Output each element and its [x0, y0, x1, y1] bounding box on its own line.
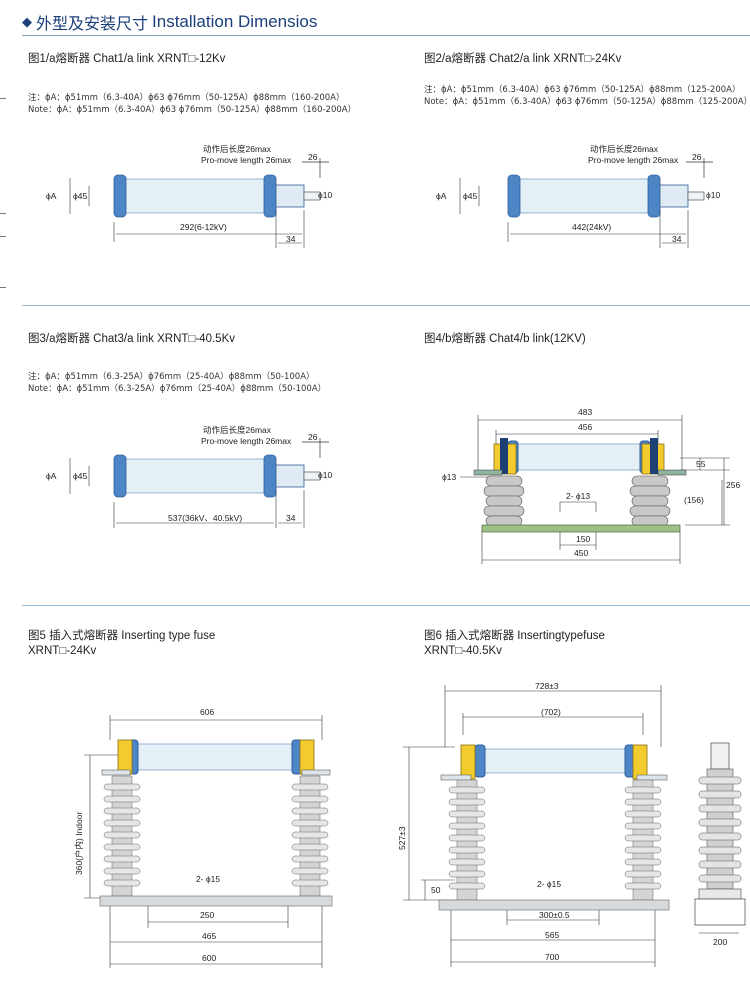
base-plate	[481, 524, 681, 533]
fig3-caption: 图3/a熔断器 Chat3/a link XRNT□-40.5Kv	[28, 333, 235, 345]
fig5-caption: 图5 插入式熔断器 Inserting type fuse	[28, 630, 216, 642]
fig1-note-en: Note：ϕA：ϕ51mm（6.3-40A）ϕ63 ϕ76mm（50-125A）…	[28, 105, 357, 115]
fig1-phiA: ϕA	[46, 191, 57, 201]
dimension-label: 200	[713, 937, 727, 947]
dimension-label: 483	[578, 407, 592, 417]
fig6-caption: 图6 插入式熔断器 Insertingtypefuse	[424, 630, 605, 642]
fig1-dim-26: 26	[308, 152, 318, 162]
dimension-label: 360(户内) Indoor	[74, 812, 84, 875]
fig1-note-cn: 注：ϕA：ϕ51mm（6.3-40A）ϕ63 ϕ76mm（50-125A）ϕ88…	[28, 93, 345, 103]
dimension-label: 450	[574, 548, 588, 558]
dimension-label: ϕ10	[318, 470, 332, 480]
title-divider	[22, 35, 750, 36]
fig2-drawing: ϕA ϕ45 ϕ10 26 442(24kV) 34	[436, 152, 720, 248]
fig3-note-cn: 注：ϕA：ϕ51mm（6.3-25A）ϕ76mm（25-40A）ϕ88mm（50…	[28, 372, 315, 382]
fig1-phi45: ϕ45	[73, 191, 87, 201]
side-view	[694, 742, 746, 926]
fuse-tube	[119, 178, 271, 214]
page-title-cn: 外型及安装尺寸	[36, 14, 149, 33]
margin-mark	[0, 98, 6, 99]
fig3-premove-cn: 动作后长度26max	[203, 425, 272, 435]
fig3-drawing: ϕA ϕ45 ϕ10 26 537(36kV、40.5kV) 34	[46, 432, 332, 528]
dimension-label: 537(36kV、40.5kV)	[168, 513, 242, 523]
dimension-label: 728±3	[535, 681, 559, 691]
dimension-label: 150	[576, 534, 590, 544]
dimension-label: 26	[308, 432, 318, 442]
fuse-cap	[263, 174, 277, 218]
page-title-en: Installation Dimensios	[152, 12, 318, 31]
fig3-note-en: Note：ϕA：ϕ51mm（6.3-25A）ϕ76mm（25-40A）ϕ88mm…	[28, 384, 327, 394]
fig5-model: XRNT□-24Kv	[28, 645, 97, 657]
dimension-label: 50	[431, 885, 441, 895]
fig6-drawing: 728±3 (702) 527±3 50 2- ϕ15 300±0.5 565 …	[397, 681, 746, 967]
dimension-label: 2- ϕ15	[537, 879, 561, 889]
dimension-label: ϕA	[436, 191, 447, 201]
fuse-terminal	[275, 184, 305, 208]
dimension-label: ϕA	[46, 471, 57, 481]
margin-mark	[0, 236, 6, 237]
base-plate	[99, 895, 333, 907]
fuse-pin	[303, 191, 321, 201]
margin-mark	[0, 213, 6, 214]
fig1-dim-length: 292(6-12kV)	[180, 222, 227, 232]
fig2-premove-en: Pro-move length 26max	[588, 155, 679, 165]
dimension-label: 527±3	[397, 826, 407, 850]
dimension-label: 34	[286, 513, 296, 523]
dimension-label: 256	[726, 480, 740, 490]
dimension-label: 2- ϕ15	[196, 874, 220, 884]
fig1-phi10: ϕ10	[318, 190, 332, 200]
fig5-drawing: 606 360(户内) Indoor 2- ϕ15 250 465 600	[74, 707, 333, 968]
fig1-dim-34: 34	[286, 234, 296, 244]
dimension-label: 606	[200, 707, 214, 717]
fig2-note-cn: 注：ϕA：ϕ51mm（6.3-40A）ϕ63 ϕ76mm（50-125A）ϕ88…	[424, 85, 741, 95]
dimension-label: 2- ϕ13	[566, 491, 590, 501]
fig1-drawing: ϕA ϕ45 ϕ10 26 292(6-12kV) 34	[46, 152, 332, 248]
page-title: ◆ 外型及安装尺寸 Installation Dimensios	[22, 10, 317, 34]
dimension-label: ϕ45	[463, 191, 477, 201]
base-plate	[438, 899, 670, 911]
fig3-premove-en: Pro-move length 26max	[201, 436, 292, 446]
fig2-premove-cn: 动作后长度26max	[590, 144, 659, 154]
fig1-premove-cn: 动作后长度26max	[203, 144, 272, 154]
dimension-label: (156)	[684, 495, 704, 505]
dimension-label: 55	[696, 459, 706, 469]
dimension-label: 565	[545, 930, 559, 940]
dimension-label: 700	[545, 952, 559, 962]
dimension-label: 465	[202, 931, 216, 941]
fig4-drawing: 483 456 ϕ13 55 256 (156) 2- ϕ13 150 450	[442, 407, 740, 564]
fig1-caption: 图1/a熔断器 Chat1/a link XRNT□-12Kv	[28, 53, 226, 65]
fig4-caption: 图4/b熔断器 Chat4/b link(12KV)	[424, 333, 586, 345]
dimension-label: 600	[202, 953, 216, 963]
dimension-label: 34	[672, 234, 682, 244]
section-divider	[22, 305, 750, 306]
fig2-note-en: Note：ϕA：ϕ51mm（6.3-40A）ϕ63 ϕ76mm（50-125A）…	[424, 97, 750, 107]
dimension-label: ϕ13	[442, 472, 456, 482]
dimension-label: (702)	[541, 707, 561, 717]
dimension-label: ϕ10	[706, 190, 720, 200]
diamond-icon: ◆	[22, 14, 32, 30]
section-divider	[22, 605, 750, 606]
dimension-label: 26	[692, 152, 702, 162]
fig1-premove-en: Pro-move length 26max	[201, 155, 292, 165]
dimension-label: 300±0.5	[539, 910, 570, 920]
dimension-label: 250	[200, 910, 214, 920]
margin-mark	[0, 287, 6, 288]
fig2-caption: 图2/a熔断器 Chat2/a link XRNT□-24Kv	[424, 53, 622, 65]
fig6-model: XRNT□-40.5Kv	[424, 645, 502, 657]
dimension-label: 456	[578, 422, 592, 432]
dimension-label: 442(24kV)	[572, 222, 611, 232]
dimension-label: ϕ45	[73, 471, 87, 481]
fuse-cap	[113, 174, 127, 218]
